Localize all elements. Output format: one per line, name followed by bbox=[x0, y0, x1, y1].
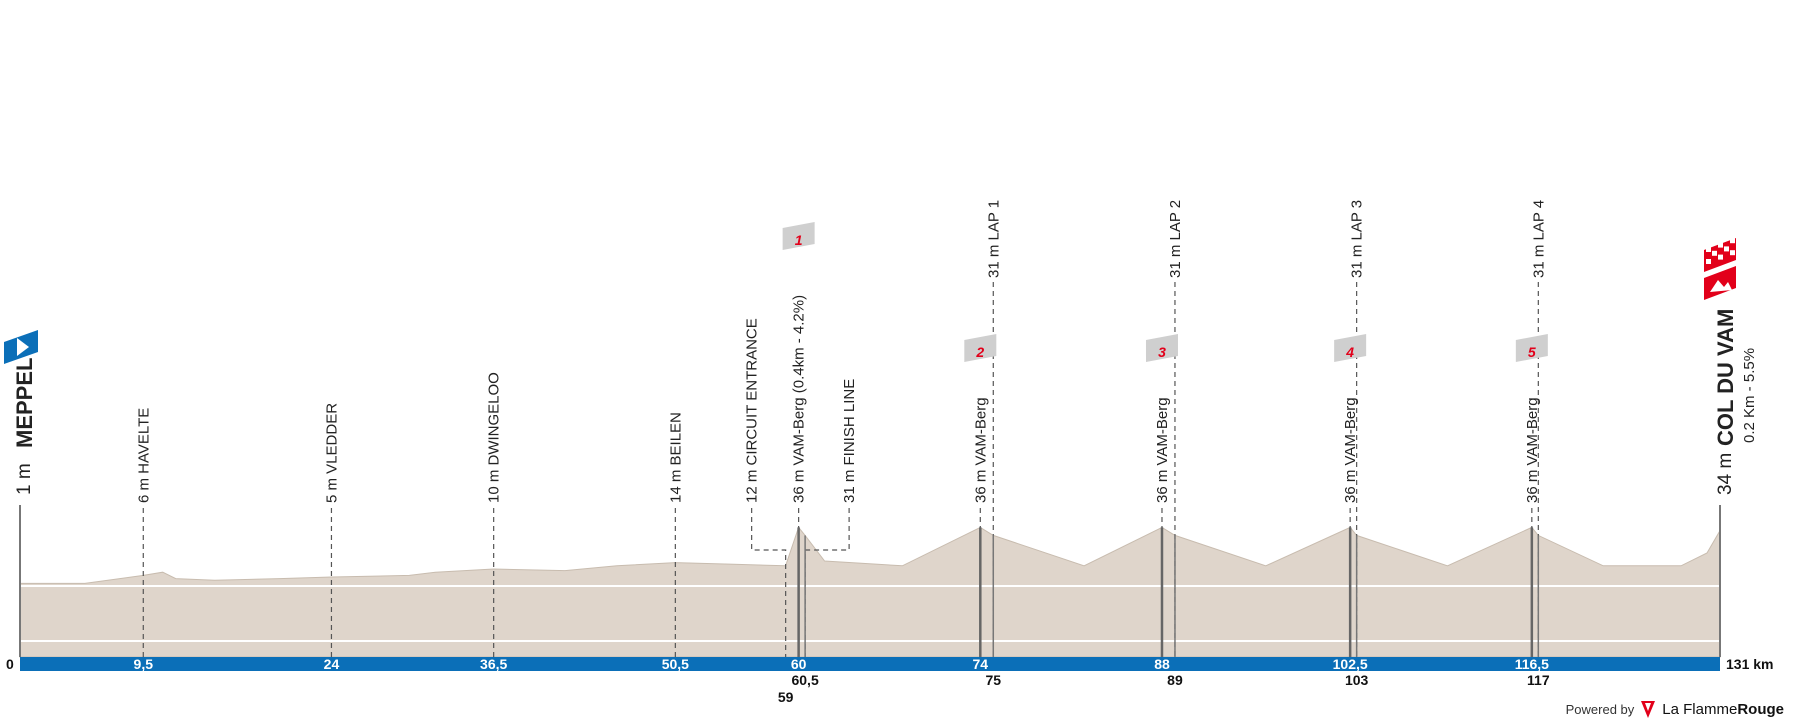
powered-by-label: Powered by bbox=[1565, 701, 1635, 717]
profile-area bbox=[19, 526, 1721, 658]
start-elevation: 1 m bbox=[14, 463, 35, 495]
climb-badge-1: 1 bbox=[782, 222, 815, 250]
point-labels-group: 6 m HAVELTE 5 m VLEDDER 10 m DWINGELOO 14 m… bbox=[135, 200, 1547, 503]
checkered-flag-icon bbox=[1704, 238, 1736, 272]
km-label-below-8: 75 bbox=[985, 672, 1001, 688]
climb-badge-number: 2 bbox=[975, 344, 984, 360]
point-label-6: 31 m FINISH LINE bbox=[841, 379, 858, 503]
checkered-square bbox=[1718, 242, 1723, 248]
checkered-square bbox=[1724, 246, 1729, 252]
climb-badges-group: 1 2 3 4 5 bbox=[782, 222, 1548, 362]
point-label-4: 12 m CIRCUIT ENTRANCE bbox=[744, 318, 761, 503]
km-label-bar-7: 74 bbox=[973, 656, 989, 672]
km-label-bar-0: 9,5 bbox=[134, 656, 154, 672]
km-bar bbox=[20, 657, 1720, 671]
leader-line-4 bbox=[751, 508, 787, 657]
km-label-bar-11: 102,5 bbox=[1333, 656, 1368, 672]
point-label-0: 6 m HAVELTE bbox=[135, 408, 152, 503]
checkered-square bbox=[1730, 250, 1735, 256]
point-label-13: 36 m VAM-Berg bbox=[1524, 397, 1541, 503]
flame-logo-icon bbox=[1641, 701, 1656, 718]
finish-name: COL DU VAM bbox=[1713, 309, 1738, 446]
km-label-bar-13: 116,5 bbox=[1515, 656, 1549, 672]
climb-badge-number: 5 bbox=[1528, 344, 1536, 360]
point-label-8: 31 m LAP 1 bbox=[985, 200, 1002, 278]
km-label-bar-9: 88 bbox=[1154, 656, 1170, 672]
climb-badge-shape bbox=[1334, 334, 1367, 362]
climb-badge-shape bbox=[1515, 334, 1548, 362]
brand-bold: Rouge bbox=[1737, 700, 1784, 718]
km-label-below-4: 59 bbox=[778, 689, 794, 705]
km-start-label: 0 bbox=[6, 656, 14, 672]
point-label-14: 31 m LAP 4 bbox=[1530, 200, 1547, 278]
checkered-square bbox=[1706, 259, 1711, 264]
profile-area-group bbox=[19, 526, 1721, 658]
powered-by-footer: Powered by La FlammeRouge bbox=[1566, 699, 1784, 719]
checkered-square bbox=[1718, 254, 1723, 260]
climb-finish-icon bbox=[1704, 266, 1736, 300]
km-label-below-6: 60,5 bbox=[791, 672, 818, 688]
point-label-1: 5 m VLEDDER bbox=[323, 403, 340, 503]
checkered-square bbox=[1730, 238, 1735, 244]
climb-badge-number: 4 bbox=[1345, 344, 1354, 360]
km-total-label: 131 km bbox=[1726, 656, 1773, 672]
km-label-below-10: 89 bbox=[1167, 672, 1183, 688]
brand-regular: La Flamme bbox=[1662, 700, 1738, 718]
point-label-12: 31 m LAP 3 bbox=[1349, 200, 1366, 278]
point-label-3: 14 m BEILEN bbox=[667, 412, 684, 503]
leader-lines-group bbox=[142, 282, 1540, 657]
climb-badge-3: 3 bbox=[1145, 334, 1178, 362]
point-label-10: 31 m LAP 2 bbox=[1167, 200, 1184, 278]
start-flag-arrow bbox=[17, 338, 29, 356]
point-label-9: 36 m VAM-Berg bbox=[1154, 397, 1171, 503]
start-flag-icon bbox=[4, 330, 38, 364]
climb-badge-number: 3 bbox=[1158, 344, 1166, 360]
climb-badge-number: 1 bbox=[795, 232, 803, 248]
finish-elevation: 34 m bbox=[1715, 453, 1736, 495]
km-label-bar-2: 36,5 bbox=[480, 656, 507, 672]
climb-badge-shape bbox=[782, 222, 815, 250]
km-label-bar-5: 60 bbox=[791, 656, 807, 672]
finish-climb-info: 0.2 Km - 5.5% bbox=[1741, 348, 1758, 443]
climb-badge-shape bbox=[1145, 334, 1178, 362]
climb-badge-shape bbox=[964, 334, 997, 362]
climb-badge-4: 4 bbox=[1334, 334, 1367, 362]
climb-badge-5: 5 bbox=[1515, 334, 1548, 362]
km-label-bar-3: 50,5 bbox=[662, 656, 689, 672]
checkered-square bbox=[1706, 247, 1711, 252]
point-label-2: 10 m DWINGELOO bbox=[486, 372, 503, 503]
climb-badge-2: 2 bbox=[964, 334, 997, 362]
point-label-7: 36 m VAM-Berg bbox=[972, 397, 989, 503]
checkered-square bbox=[1712, 250, 1717, 256]
climb-finish-mountain bbox=[1710, 280, 1732, 292]
brand-name: La FlammeRouge bbox=[1662, 701, 1784, 718]
km-label-below-12: 103 bbox=[1345, 672, 1369, 688]
km-label-bar-1: 24 bbox=[324, 656, 340, 672]
point-label-5: 36 m VAM-Berg (0.4km - 4.2%) bbox=[791, 295, 808, 503]
point-label-11: 36 m VAM-Berg bbox=[1342, 397, 1359, 503]
km-label-below-14: 117 bbox=[1527, 672, 1550, 688]
start-name: MEPPEL bbox=[12, 358, 37, 448]
